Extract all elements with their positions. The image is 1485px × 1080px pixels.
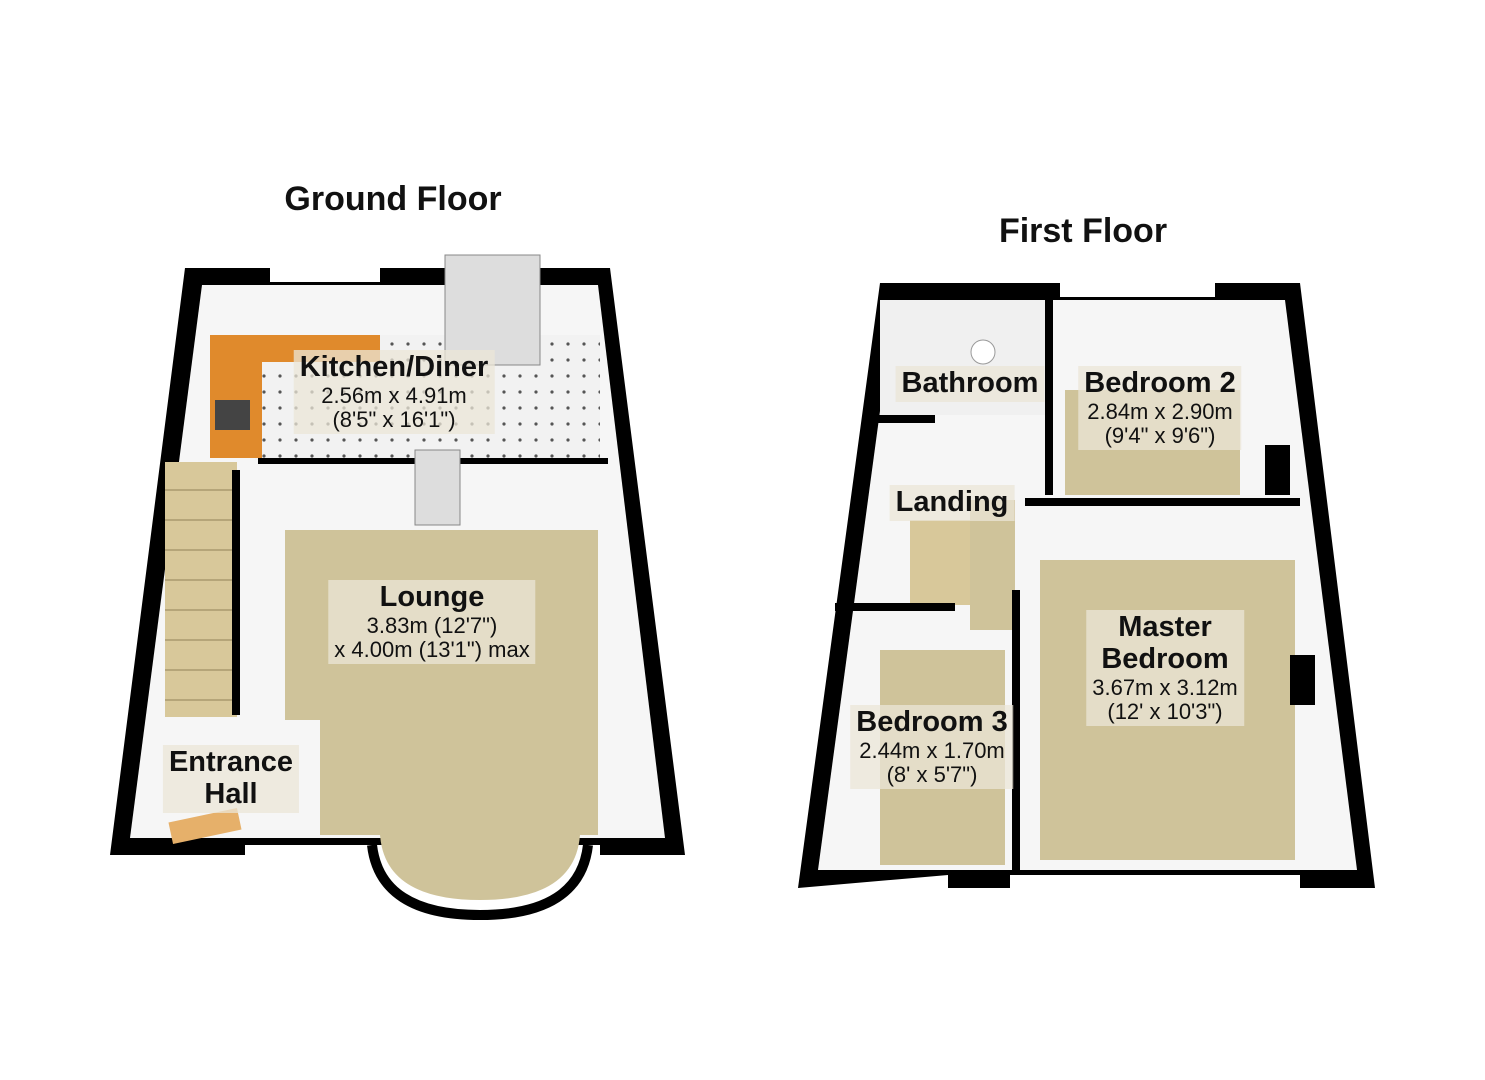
hob-icon [215, 400, 250, 430]
bathroom-landing-wall [875, 415, 935, 423]
bay-window-wall [367, 844, 593, 921]
room-label-bedroom-2: Bedroom 2 2.84m x 2.90m (9'4" x 9'6") [1078, 366, 1242, 451]
ground-floor-title: Ground Floor [284, 180, 502, 218]
room-dimensions-metric: 3.67m x 3.12m [1092, 674, 1238, 700]
room-dimensions-metric: 2.44m x 1.70m [859, 737, 1005, 763]
master-bedroom-top-wall [1025, 498, 1300, 506]
room-name: Entrance [168, 746, 294, 778]
chimney-breast-2 [1265, 445, 1290, 495]
room-label-lounge: Lounge 3.83m (12'7") x 4.00m (13'1") max [328, 580, 536, 665]
room-dimensions-metric: 2.84m x 2.90m [1087, 398, 1233, 424]
landing-floor [970, 500, 1015, 630]
room-dimensions-imperial: (9'4" x 9'6") [1104, 423, 1216, 449]
kitchen-counter [210, 335, 380, 458]
room-label-kitchen-diner: Kitchen/Diner 2.56m x 4.91m (8'5" x 16'1… [293, 350, 495, 435]
master-bedroom-left-wall [1012, 590, 1020, 875]
room-name: Master [1118, 611, 1212, 643]
room-name-line-2: Bedroom [1101, 642, 1229, 675]
front-door [168, 807, 242, 845]
room-name: Bedroom 2 [1084, 367, 1236, 399]
room-name-line-2: Hall [204, 777, 258, 810]
room-label-master-bedroom: Master Bedroom 3.67m x 3.12m (12' x 10'3… [1086, 610, 1244, 727]
room-label-entrance-hall: Entrance Hall [162, 745, 300, 813]
room-name: Kitchen/Diner [299, 351, 489, 383]
chimney-breast [1290, 655, 1315, 705]
room-name: Bedroom 3 [856, 706, 1008, 738]
bathroom-wall [1045, 295, 1053, 495]
ground-floor-plan [110, 254, 685, 921]
room-name: Lounge [379, 581, 485, 613]
sink-icon [970, 339, 996, 365]
room-label-landing: Landing [889, 485, 1015, 521]
room-dimensions-imperial: x 4.00m (13'1") max [334, 637, 530, 663]
stairs [165, 462, 237, 717]
room-dimensions-metric: 3.83m (12'7") [366, 612, 498, 638]
landing-stairs [910, 520, 970, 605]
room-dimensions-imperial: (12' x 10'3") [1107, 698, 1223, 724]
room-label-bedroom-3: Bedroom 3 2.44m x 1.70m (8' x 5'7") [850, 705, 1014, 790]
first-floor-title: First Floor [998, 212, 1168, 250]
room-dimensions-imperial: (8'5" x 16'1") [332, 407, 456, 433]
french-doors [444, 254, 541, 366]
lounge-door [414, 449, 461, 526]
room-dimensions-imperial: (8' x 5'7") [886, 762, 978, 788]
room-label-bathroom: Bathroom [895, 366, 1045, 402]
room-name: Landing [895, 486, 1009, 518]
room-dimensions-metric: 2.56m x 4.91m [321, 382, 467, 408]
bedroom-3-top-wall [835, 603, 955, 611]
room-name: Bathroom [901, 367, 1039, 399]
hall-wall [232, 470, 240, 715]
